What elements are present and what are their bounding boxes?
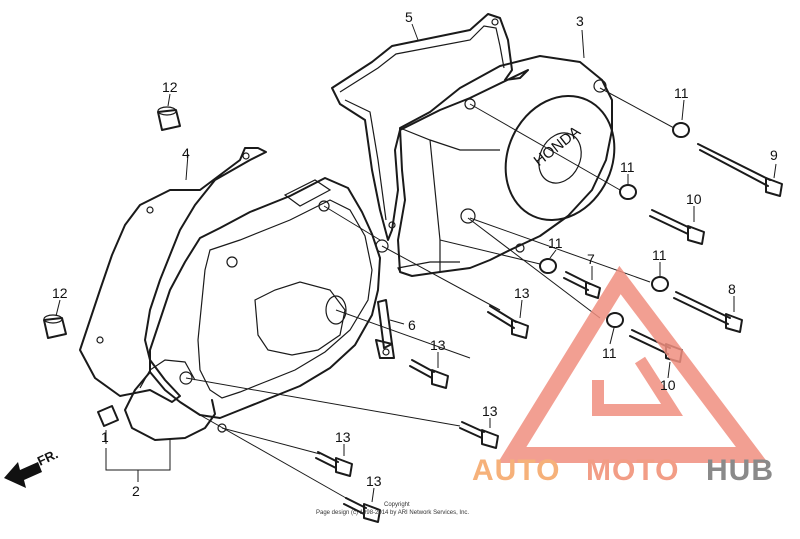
part-label-4: 4 <box>182 145 190 161</box>
dowel-1 <box>97 405 119 427</box>
logo-text-hub: HUB <box>706 454 774 487</box>
part-label-1: 1 <box>101 429 109 445</box>
part-label-13a: 13 <box>514 285 530 301</box>
leader-lines <box>55 23 777 503</box>
part-label-13b: 13 <box>430 337 446 353</box>
part-label-2: 2 <box>132 483 140 499</box>
copyright-line-2: Page design (c) 1998-2014 by ARI Network… <box>316 510 469 516</box>
logo-text-auto: AUTO <box>472 454 560 487</box>
part-label-13d: 13 <box>335 429 351 445</box>
automotohub-logo-text: AUTO MOTO HUB <box>472 454 774 487</box>
bolt-13-e <box>343 497 381 523</box>
bolt-7 <box>563 271 601 299</box>
bolt-13-a <box>487 305 529 339</box>
front-direction-indicator: FR. <box>4 446 60 488</box>
bolt-13-b <box>409 359 449 389</box>
part-label-12b: 12 <box>52 285 68 301</box>
bolt-10-upper <box>649 209 705 245</box>
part-label-11d: 11 <box>652 247 667 263</box>
part-label-6: 6 <box>408 317 416 333</box>
part-label-10a: 10 <box>686 191 702 207</box>
part-label-13c: 13 <box>482 403 498 419</box>
dowel-12-upper <box>157 106 181 131</box>
dowel-12-lower <box>43 314 67 339</box>
left-cover-2 <box>124 177 389 441</box>
washer-11-c <box>539 258 557 274</box>
washer-11-e <box>606 312 624 328</box>
copyright-notice: Copyright Page design (c) 1998-2014 by A… <box>316 502 469 516</box>
gasket-5 <box>331 13 529 241</box>
washer-11-a <box>672 122 690 138</box>
bolt-13-c <box>459 421 499 449</box>
alignment-lines <box>185 87 675 499</box>
part-label-12a: 12 <box>162 79 178 95</box>
arrow-left-icon <box>4 462 42 488</box>
bolt-9 <box>697 143 783 197</box>
automotohub-logo-triangle <box>497 265 769 463</box>
part-label-10b: 10 <box>660 377 676 393</box>
part-number-labels: 1 2 3 4 5 6 7 8 9 10 10 11 11 11 11 11 1… <box>52 9 778 499</box>
bolt-13-d <box>315 451 353 477</box>
part-label-7: 7 <box>587 251 595 267</box>
washer-11-b <box>619 184 637 200</box>
clamp-6 <box>375 299 395 359</box>
rear-cover-3: HONDA <box>397 55 616 277</box>
brand-honda-text: HONDA <box>531 123 584 170</box>
washer-11-d <box>651 276 669 292</box>
part-label-11c: 11 <box>548 235 563 251</box>
copyright-line-1: Copyright <box>384 502 410 508</box>
gasket-4 <box>79 147 267 403</box>
part-label-11e: 11 <box>602 345 617 361</box>
part-label-13e: 13 <box>366 473 382 489</box>
part-label-3: 3 <box>576 13 584 29</box>
part-label-5: 5 <box>405 9 413 25</box>
part-label-11a: 11 <box>674 85 689 101</box>
bolt-8 <box>673 291 743 333</box>
part-label-8: 8 <box>728 281 736 297</box>
part-label-9: 9 <box>770 147 778 163</box>
part-label-11b: 11 <box>620 159 635 175</box>
logo-text-moto: MOTO <box>586 454 679 487</box>
direction-label: FR. <box>35 446 60 468</box>
